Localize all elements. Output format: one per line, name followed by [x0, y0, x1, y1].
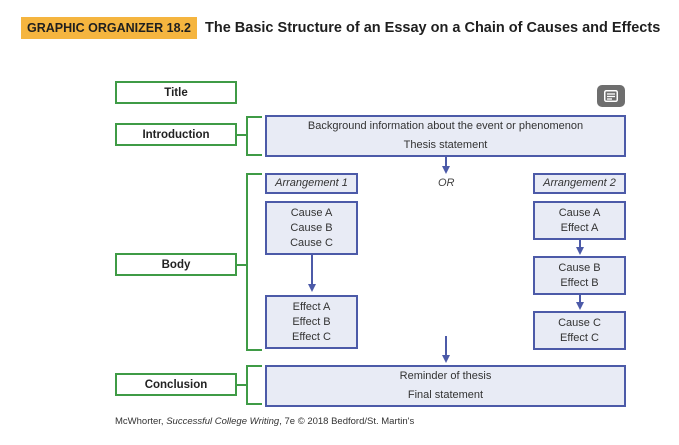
arrangement-1-causes-box: Cause A Cause B Cause C — [265, 201, 358, 255]
arrangement-2-arrow-1-head — [575, 247, 584, 255]
effect-item: Effect C — [560, 331, 599, 344]
effect-item: Effect C — [292, 330, 331, 343]
conclusion-bracket-bottom — [246, 403, 262, 405]
effect-item: Effect B — [560, 276, 599, 289]
arrangement-1-effects-box: Effect A Effect B Effect C — [265, 295, 358, 349]
conclusion-arrow-head — [441, 355, 450, 363]
arrangement-1-label: Arrangement 1 — [265, 173, 358, 194]
conclusion-arrow-line — [445, 336, 447, 356]
citation: McWhorter, Successful College Writing, 7… — [115, 416, 414, 427]
introduction-bracket-bottom — [246, 154, 262, 156]
body-bracket — [246, 173, 248, 351]
or-label: OR — [438, 177, 455, 189]
conclusion-bracket-top — [246, 365, 262, 367]
arrangement-1-arrow-head — [307, 284, 316, 292]
cause-item: Cause C — [558, 316, 601, 329]
conclusion-box: Reminder of thesis Final statement — [265, 365, 626, 407]
arrangement-2-pair-b: Cause B Effect B — [533, 256, 626, 295]
introduction-label: Introduction — [115, 123, 237, 146]
body-bracket-top — [246, 173, 262, 175]
introduction-line-1: Background information about the event o… — [307, 120, 584, 132]
arrangement-2-arrow-2-head — [575, 302, 584, 310]
introduction-bracket — [246, 116, 248, 156]
introduction-line-2: Thesis statement — [403, 139, 488, 151]
effect-item: Effect A — [292, 300, 331, 313]
body-connector — [237, 264, 247, 266]
introduction-box: Background information about the event o… — [265, 115, 626, 157]
note-icon — [604, 90, 618, 102]
introduction-bracket-top — [246, 116, 262, 118]
cause-item: Cause A — [558, 206, 601, 219]
cause-item: Cause B — [290, 221, 333, 234]
arrangement-2-arrow-1-line — [579, 240, 581, 248]
body-bracket-bottom — [246, 349, 262, 351]
citation-author: McWhorter, — [115, 416, 167, 427]
citation-publisher: , 7e © 2018 Bedford/St. Martin's — [279, 416, 415, 427]
body-label: Body — [115, 253, 237, 276]
introduction-connector — [237, 134, 247, 136]
conclusion-label: Conclusion — [115, 373, 237, 396]
title-label: Title — [115, 81, 237, 104]
conclusion-line-2: Final statement — [407, 389, 484, 401]
effect-item: Effect A — [560, 221, 599, 234]
arrangement-2-label: Arrangement 2 — [533, 173, 626, 194]
graphic-organizer-tag: GRAPHIC ORGANIZER 18.2 — [21, 17, 197, 39]
arrangement-1-arrow-line — [311, 255, 313, 284]
conclusion-bracket — [246, 365, 248, 405]
cause-item: Cause B — [558, 261, 601, 274]
arrangement-2-pair-a: Cause A Effect A — [533, 201, 626, 240]
page-title: The Basic Structure of an Essay on a Cha… — [205, 20, 661, 36]
citation-book-title: Successful College Writing — [166, 416, 280, 427]
arrangement-2-arrow-2-line — [579, 295, 581, 303]
note-button[interactable] — [597, 85, 625, 107]
intro-arrow-line — [445, 157, 447, 167]
conclusion-connector — [237, 384, 247, 386]
arrangement-2-pair-c: Cause C Effect C — [533, 311, 626, 350]
conclusion-line-1: Reminder of thesis — [399, 370, 492, 382]
intro-arrow-head — [441, 166, 450, 174]
cause-item: Cause C — [290, 236, 333, 249]
effect-item: Effect B — [292, 315, 331, 328]
cause-item: Cause A — [290, 206, 333, 219]
